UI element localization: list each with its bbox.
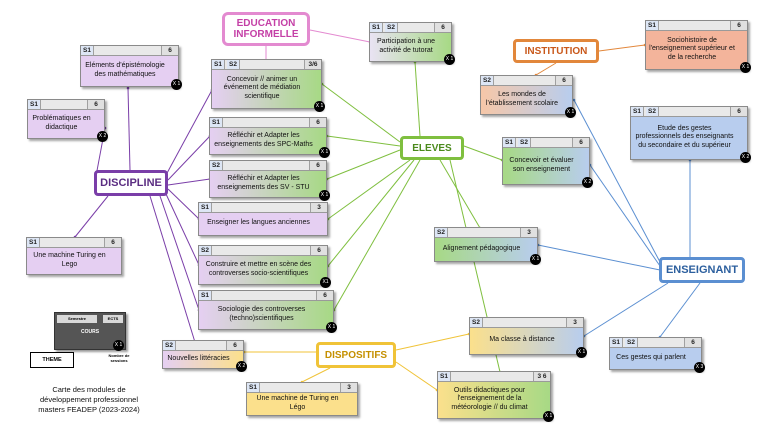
session-count-badge: X1	[320, 277, 331, 288]
connector-education-1	[309, 29, 371, 43]
session-count-badge: X 1	[171, 79, 182, 90]
connector-eleves-19	[463, 145, 503, 161]
session-count-badge: X 1	[319, 190, 330, 201]
connector-discipline-10	[159, 195, 200, 311]
hub-eleves: ELEVES	[400, 136, 464, 160]
connector-discipline-6	[167, 135, 211, 181]
session-count-badge: X 1	[326, 322, 337, 333]
hub-dispositifs: DISPOSITIFS	[316, 342, 396, 368]
connector-eleves-17	[327, 159, 415, 267]
connector-eleves-13	[321, 83, 401, 143]
session-count-badge: X 1	[444, 54, 455, 65]
legend-theme-box: THEME	[30, 352, 74, 368]
map-caption: Carte des modules de développement profe…	[38, 385, 140, 414]
connector-eleves-16	[327, 159, 411, 220]
session-count-badge: X 2	[582, 177, 593, 188]
connector-eleves-15	[326, 149, 401, 180]
connector-discipline-11	[149, 195, 199, 353]
session-count-badge: X 1	[565, 107, 576, 118]
session-count-badge: X 1	[530, 254, 541, 265]
legend-nombre-sessions: Nombre de sessions	[108, 353, 130, 363]
connector-discipline-2	[127, 87, 131, 171]
connector-eleves-14	[326, 135, 401, 147]
connector-discipline-5	[165, 89, 213, 176]
session-count-badge: X 2	[740, 152, 751, 163]
legend-session-badge: X 1	[113, 340, 124, 351]
connector-discipline-7	[167, 178, 211, 186]
connector-eleves-20	[439, 159, 481, 229]
legend-ects-label: ECTS	[103, 315, 123, 323]
connector-discipline-8	[167, 188, 200, 220]
connector-end-2	[126, 86, 130, 90]
session-count-badge: X 1	[576, 347, 587, 358]
connector-dispositifs-33	[395, 361, 438, 391]
connector-dispositifs-31	[301, 367, 331, 383]
connector-eleves-18	[333, 159, 421, 311]
connector-end-24	[572, 98, 576, 102]
connector-institution-23	[598, 44, 646, 52]
legend: Semestre ECTS COURS X 1 Nombre de sessio…	[24, 310, 132, 372]
session-count-badge: X 1	[319, 147, 330, 158]
session-count-badge: X 1	[314, 101, 325, 112]
hub-education-informelle: EDUCATION INFORMELLE	[222, 12, 310, 46]
hub-institution: INSTITUTION	[513, 39, 599, 63]
connector-eleves-12	[414, 61, 421, 137]
connector-enseignant-28	[583, 282, 669, 337]
connector-enseignant-27	[537, 244, 661, 271]
connector-enseignant-29	[659, 282, 701, 338]
connector-enseignant-24	[573, 99, 661, 263]
session-count-badge: X 1	[740, 62, 751, 73]
session-count-badge: X 1	[543, 411, 554, 422]
session-count-badge: X 2	[236, 361, 247, 372]
legend-semestre-label: Semestre	[57, 315, 97, 323]
hub-discipline: DISCIPLINE	[94, 170, 168, 196]
session-count-badge: X 3	[694, 362, 705, 373]
connector-discipline-9	[165, 193, 200, 266]
legend-cours-label: COURS	[80, 329, 100, 335]
hub-enseignant: ENSEIGNANT	[659, 257, 745, 283]
connector-discipline-4	[74, 195, 109, 238]
connector-enseignant-26	[589, 164, 661, 267]
connector-institution-22	[535, 62, 557, 76]
session-count-badge: X 2	[97, 131, 108, 142]
connector-dispositifs-32	[395, 333, 470, 351]
